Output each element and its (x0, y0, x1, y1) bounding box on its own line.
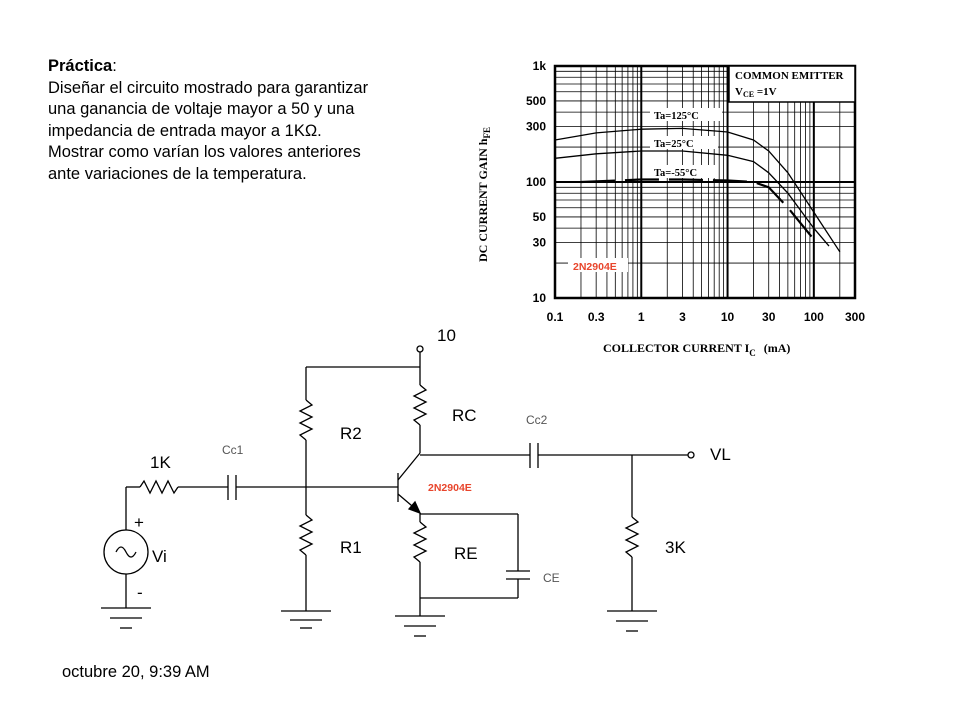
problem-line-1: Diseñar el circuito mostrado para garant… (48, 78, 369, 97)
problem-line-3: impedancia de entrada mayor a 1KΩ. (48, 121, 322, 140)
cc2-label: Cc2 (526, 413, 548, 427)
re-label: RE (454, 544, 478, 563)
vcc-label: 10 (437, 326, 456, 345)
sine-icon (115, 546, 137, 558)
legend-box (728, 65, 856, 103)
problem-statement: Práctica: Diseñar el circuito mostrado p… (48, 56, 428, 185)
plot-frame (553, 64, 857, 300)
ground-icon-load (607, 610, 657, 632)
x-tick-label: 100 (804, 310, 824, 324)
graph-part-label: 2N2904E (573, 261, 617, 273)
y-tick-label: 100 (526, 175, 546, 189)
legend-condition: VCE =1V (735, 86, 777, 99)
x-tick-label: 0.1 (547, 310, 564, 324)
problem-heading: Práctica: (48, 56, 428, 78)
r1-label: R1 (340, 538, 362, 557)
vi-label: Vi (152, 547, 167, 566)
curve-label-bg-1 (650, 108, 722, 121)
x-tick-label: 300 (845, 310, 865, 324)
y-tick-label: 10 (533, 291, 547, 305)
vl-terminal (687, 451, 695, 459)
emitter-arrow-icon (407, 500, 422, 515)
transistor-label: 2N2904E (428, 482, 472, 494)
ground-icon-source (101, 607, 151, 629)
timestamp: octubre 20, 9:39 AM (62, 663, 210, 681)
y-axis-title-main: DC CURRENT GAIN h (476, 138, 490, 262)
x-tick-label: 30 (762, 310, 776, 324)
curve-label-minus55: Ta=-55°C (654, 168, 697, 179)
rl-label: 3K (665, 538, 686, 557)
y-tick-label: 500 (526, 94, 546, 108)
curve-label-bg-3 (650, 165, 718, 178)
ce-label: CE (543, 571, 560, 585)
ground-icon-r1 (281, 610, 331, 629)
cc1-label: Cc1 (222, 443, 244, 457)
transistor-collector-lead (397, 452, 421, 481)
r2-label: R2 (340, 424, 362, 443)
heading-colon: : (112, 57, 117, 75)
x-axis-title-sub: C (749, 348, 756, 358)
y-axis-title: DC CURRENT GAIN hFE (476, 127, 492, 262)
ground-icon-emitter (395, 615, 445, 637)
legend-title: COMMON EMITTER (735, 70, 845, 82)
x-tick-label: 10 (721, 310, 735, 324)
rs-resistor (139, 479, 179, 495)
x-tick-label: 3 (679, 310, 686, 324)
y-tick-label: 1k (533, 59, 547, 73)
problem-line-4: Mostrar como varían los valores anterior… (48, 143, 361, 161)
x-tick-label: 0.3 (588, 310, 605, 324)
minus-label: - (137, 583, 143, 602)
graph-curves (554, 127, 841, 253)
re-resistor (412, 521, 428, 563)
heading-text: Práctica (48, 57, 113, 75)
rc-resistor (412, 384, 428, 426)
legend-cond-sub: CE (743, 90, 754, 99)
legend-cond-v: V (735, 86, 743, 98)
vcc-terminal (416, 345, 424, 353)
r2-resistor (298, 399, 314, 441)
y-axis-title-sub: FE (482, 127, 492, 139)
x-axis-title: COLLECTOR CURRENT IC (mA) (603, 341, 790, 358)
rc-label: RC (452, 406, 477, 425)
legend-cond-val: =1V (754, 86, 777, 98)
curve-label-bg-2 (650, 136, 718, 149)
part-label-bg (568, 258, 628, 272)
series-line-1 (554, 127, 841, 253)
rs-label: 1K (150, 453, 171, 472)
plus-label: + (134, 513, 144, 532)
curve-label-125: Ta=125°C (654, 111, 699, 122)
x-axis-unit: (mA) (764, 341, 791, 355)
series-line-2 (554, 150, 830, 247)
vl-label: VL (710, 445, 731, 464)
x-axis-title-main: COLLECTOR CURRENT I (603, 341, 750, 355)
series-line-3 (580, 178, 815, 241)
curve-label-25: Ta=25°C (654, 139, 694, 150)
y-tick-label: 50 (533, 210, 547, 224)
x-tick-label: 1 (638, 310, 645, 324)
r1-resistor (298, 514, 314, 556)
problem-line-2: una ganancia de voltaje mayor a 50 y una (48, 100, 355, 118)
problem-line-5: ante variaciones de la temperatura. (48, 164, 307, 183)
y-tick-label: 300 (526, 120, 546, 134)
y-tick-label: 30 (533, 236, 547, 250)
rl-resistor (624, 516, 640, 558)
